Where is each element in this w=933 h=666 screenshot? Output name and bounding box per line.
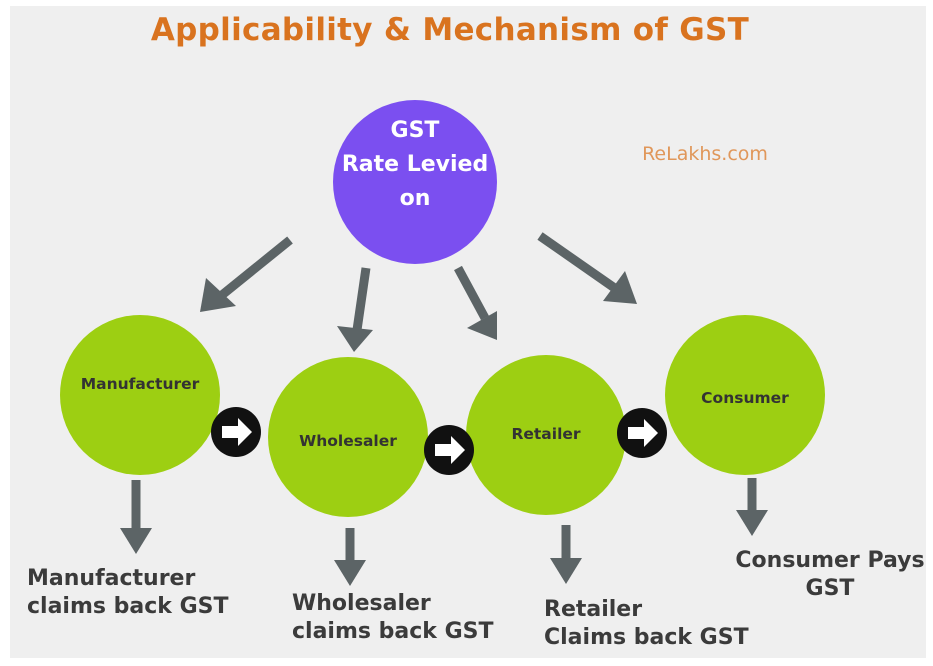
down-arrow-icon — [550, 525, 582, 584]
gst-rate-line: Rate Levied — [341, 152, 489, 177]
caption-line: claims back GST — [292, 619, 494, 644]
retailer-label: Retailer — [511, 425, 581, 443]
down-arrow-icon — [120, 480, 152, 554]
gst-rate-circle — [333, 100, 497, 264]
consumer-caption: Consumer Pays GST — [735, 547, 925, 603]
right-arrow-icon — [424, 425, 474, 475]
caption-line: claims back GST — [27, 594, 229, 619]
down-arrow-icon — [736, 478, 768, 536]
arrow-to-retailer — [454, 265, 497, 340]
consumer-circle — [665, 315, 825, 475]
caption-line: Claims back GST — [544, 625, 749, 650]
arrow-to-manufacturer — [200, 236, 293, 312]
caption-line: Consumer Pays — [735, 548, 925, 573]
gst-rate-label: GST Rate Levied on — [330, 114, 500, 216]
caption-line: Retailer — [544, 597, 643, 622]
down-arrow-icon — [334, 528, 366, 586]
wholesaler-circle — [268, 357, 428, 517]
wholesaler-caption: Wholesaler claims back GST — [292, 590, 493, 646]
retailer-circle — [466, 355, 626, 515]
watermark: ReLakhs.com — [642, 143, 768, 165]
caption-line: Manufacturer — [27, 566, 196, 591]
caption-line: GST — [805, 576, 855, 601]
manufacturer-label: Manufacturer — [80, 375, 200, 393]
retailer-caption: Retailer Claims back GST — [544, 596, 749, 652]
page-title: Applicability & Mechanism of GST — [150, 12, 750, 48]
right-arrow-icon — [211, 407, 261, 457]
gst-rate-line: GST — [390, 118, 440, 143]
right-arrow-icon — [617, 408, 667, 458]
caption-line: Wholesaler — [292, 591, 431, 616]
manufacturer-caption: Manufacturer claims back GST — [27, 565, 228, 621]
wholesaler-label: Wholesaler — [299, 432, 397, 450]
arrow-to-wholesaler — [337, 267, 373, 352]
manufacturer-circle — [60, 315, 220, 475]
arrow-to-consumer — [537, 232, 637, 304]
gst-rate-line: on — [399, 186, 431, 211]
consumer-label: Consumer — [701, 389, 789, 407]
